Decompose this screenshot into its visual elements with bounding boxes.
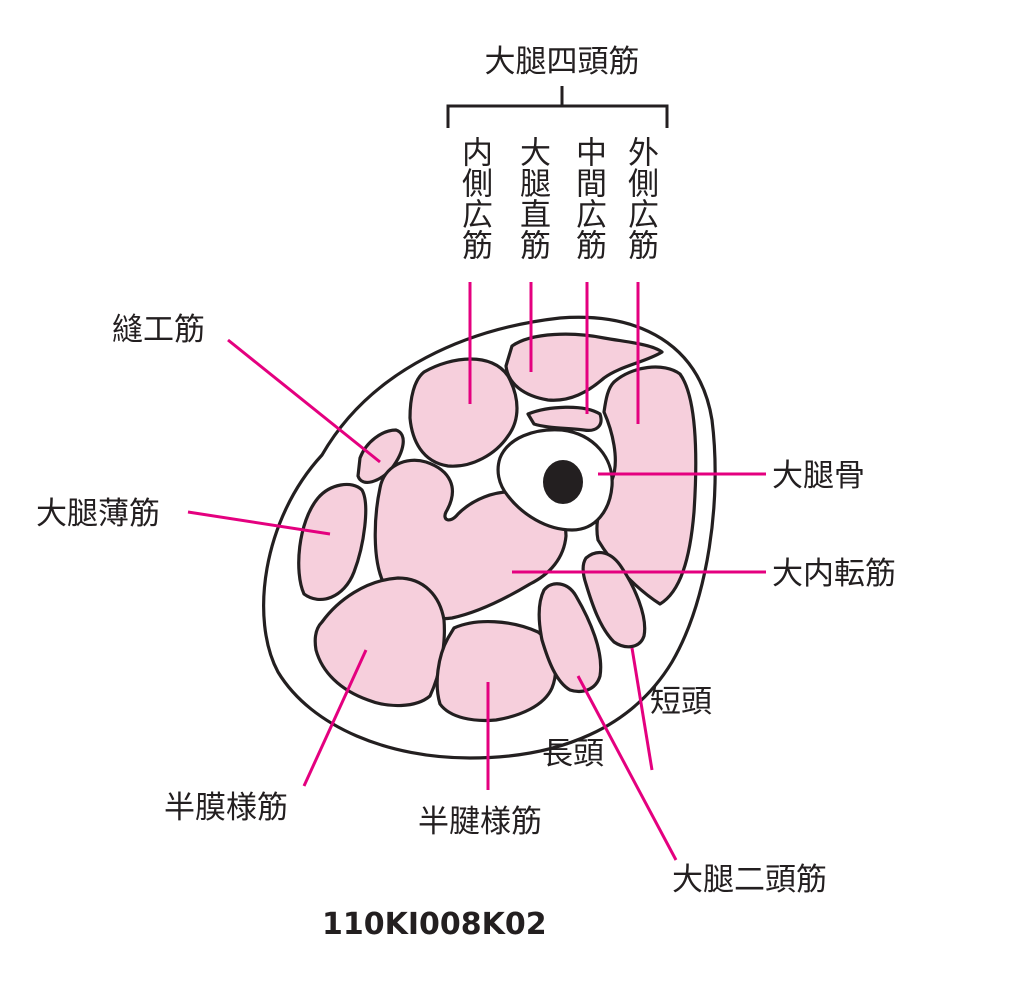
biceps-femoris-short-head-muscle xyxy=(581,550,647,649)
label-semitendinosus: 半腱様筋 xyxy=(418,804,542,840)
femur-marrow xyxy=(543,460,583,504)
label-adductor-magnus: 大内転筋 xyxy=(772,556,896,592)
vastus-lateralis-muscle xyxy=(595,365,698,606)
label-semimembranosus: 半膜様筋 xyxy=(164,790,288,826)
label-vastus-medialis: 内側広筋 xyxy=(456,136,493,260)
semitendinosus-muscle xyxy=(435,620,558,723)
figure-code: 110KI008K02 xyxy=(322,907,547,942)
leader-semimembranosus xyxy=(302,649,368,787)
label-sartorius: 縫工筋 xyxy=(112,312,205,348)
label-femur: 大腿骨 xyxy=(772,458,865,494)
rectus-femoris-muscle xyxy=(504,332,664,402)
label-short-head: 短頭 xyxy=(650,684,712,720)
leader-biceps-long xyxy=(576,675,678,861)
leader-sartorius xyxy=(227,338,381,464)
quadriceps-bracket xyxy=(446,86,669,128)
label-rectus-femoris: 大腿直筋 xyxy=(514,136,551,260)
semimembranosus-muscle xyxy=(313,576,446,708)
biceps-femoris-long-head-muscle xyxy=(537,582,603,694)
label-quadriceps: 大腿四頭筋 xyxy=(485,44,640,80)
label-vastus-lateralis: 外側広筋 xyxy=(622,136,659,260)
vastus-medialis-muscle xyxy=(408,357,519,468)
leader-biceps-short xyxy=(630,647,654,771)
label-gracilis: 大腿薄筋 xyxy=(36,496,160,532)
label-biceps-femoris: 大腿二頭筋 xyxy=(672,862,827,898)
label-vastus-intermedius: 中間広筋 xyxy=(570,136,607,260)
gracilis-muscle xyxy=(297,482,368,602)
sartorius-muscle xyxy=(356,428,405,485)
leader-gracilis xyxy=(187,510,331,536)
vastus-intermedius-muscle xyxy=(526,405,603,432)
label-long-head: 長頭 xyxy=(542,736,604,772)
